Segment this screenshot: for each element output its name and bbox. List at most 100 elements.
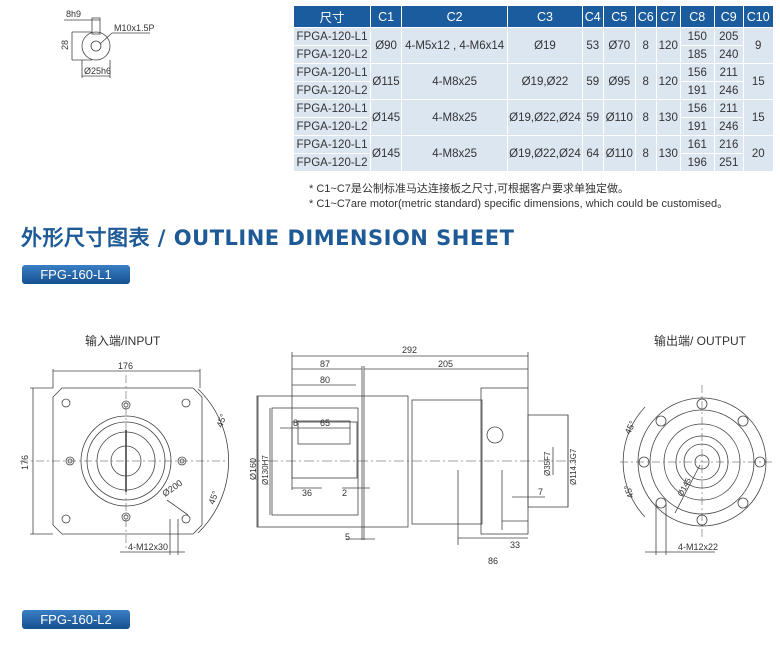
table-cell: FPGA-120-L2 (293, 81, 371, 100)
output-view-drawing: 输出端/ OUTPUT 45° 45° Ø145 4-M12x22 (620, 333, 775, 555)
table-cell: Ø145 (369, 99, 403, 136)
dim-8: 8 (293, 418, 298, 428)
table-cell: 130 (655, 135, 681, 172)
table-cell: 246 (713, 81, 744, 100)
dim-205: 205 (438, 359, 453, 369)
input-height-label: 176 (20, 455, 30, 470)
table-cell: Ø110 (602, 99, 636, 136)
table-cell: 205 (713, 27, 744, 46)
note-english: * C1~C7are motor(metric standard) specif… (309, 198, 729, 210)
table-cell: Ø19,Ø22 (507, 63, 583, 100)
table-cell: 53 (581, 27, 604, 64)
col-header: C6 (634, 5, 657, 28)
input-pcd-label: Ø200 (160, 478, 184, 499)
table-cell: 156 (679, 63, 715, 82)
table-cell: 120 (655, 63, 681, 100)
table-cell: 240 (713, 45, 744, 64)
section-title: 外形尺寸图表 / OUTLINE DIMENSION SHEET (21, 226, 515, 250)
col-header: C3 (507, 5, 583, 28)
dim-292: 292 (402, 345, 417, 355)
table-cell: 15 (742, 99, 774, 136)
table-cell: 8 (634, 135, 657, 172)
dim-65: 65 (320, 418, 330, 428)
table-cell: 211 (713, 63, 744, 82)
table-cell: Ø19,Ø22,Ø24 (507, 99, 583, 136)
table-cell: 185 (679, 45, 715, 64)
table-cell: FPGA-120-L2 (293, 153, 371, 172)
table-cell: FPGA-120-L1 (293, 63, 371, 82)
table-cell: Ø90 (369, 27, 403, 64)
output-view-label: 输出端/ OUTPUT (654, 333, 747, 348)
dim-33: 33 (510, 540, 520, 550)
input-angle1-label: 45° (214, 412, 228, 429)
table-cell: Ø115 (369, 63, 403, 100)
table-cell: Ø19,Ø22,Ø24 (507, 135, 583, 172)
table-cell: 191 (679, 117, 715, 136)
table-cell: Ø19 (507, 27, 583, 64)
table-cell: 196 (679, 153, 715, 172)
table-cell: Ø70 (602, 27, 636, 64)
output-holes-label: 4-M12x22 (678, 542, 718, 552)
table-cell: FPGA-120-L1 (293, 135, 371, 154)
table-cell: Ø95 (602, 63, 636, 100)
col-header: C8 (679, 5, 715, 28)
table-cell: 251 (713, 153, 744, 172)
note-chinese: * C1~C7是公制标准马达连接板之尺寸,可根据客户要求单独定做。 (309, 183, 629, 195)
input-view-drawing: 输入端/INPUT 176 176 45° 45° Ø200 4-M12x30 (20, 333, 230, 555)
diameter-label: Ø25h6 (84, 66, 111, 76)
table-cell: 211 (713, 99, 744, 118)
thread-label: M10x1.5P (114, 23, 155, 33)
table-cell: 59 (581, 63, 604, 100)
col-header: 尺寸 (293, 5, 371, 28)
dim-dia114: Ø114.3G7 (569, 448, 578, 485)
table-cell: 59 (581, 99, 604, 136)
key-width-label: 8h9 (66, 9, 81, 19)
dim-87: 87 (320, 359, 330, 369)
table-cell: 4-M8x25 (401, 135, 509, 172)
table-cell: Ø110 (602, 135, 636, 172)
table-cell: 9 (742, 27, 774, 64)
col-header: C4 (581, 5, 604, 28)
dim-dia130: Ø130H7 (261, 455, 270, 485)
table-cell: Ø145 (369, 135, 403, 172)
spec-table: 尺寸 C1 C2 C3 C4 C5 C6 C7 C8 C9 C10 FPGA-1… (293, 5, 774, 172)
table-cell: 216 (713, 135, 744, 154)
table-cell: 120 (655, 27, 681, 64)
table-cell: 130 (655, 99, 681, 136)
col-header: C7 (655, 5, 681, 28)
dim-5: 5 (345, 532, 350, 542)
output-angle2-label: 45° (622, 483, 636, 500)
side-view-drawing: 292 87 205 80 8 65 36 2 5 33 86 7 Ø160 Ø… (250, 345, 578, 566)
table-cell: 4-M8x25 (401, 99, 509, 136)
table-cell: 8 (634, 63, 657, 100)
table-cell: 8 (634, 27, 657, 64)
height-label: 28 (60, 40, 70, 50)
table-cell: 156 (679, 99, 715, 118)
table-cell: 150 (679, 27, 715, 46)
table-cell: 191 (679, 81, 715, 100)
dim-dia35: Ø35F7 (543, 451, 552, 476)
model-badge-l2: FPG-160-L2 (22, 610, 130, 629)
shaft-detail-drawing: 8h9 28 M10x1.5P Ø25h6 (60, 9, 155, 78)
table-cell: 8 (634, 99, 657, 136)
dim-7: 7 (538, 487, 543, 497)
input-view-label: 输入端/INPUT (85, 333, 161, 348)
table-cell: 20 (742, 135, 774, 172)
table-cell: FPGA-120-L2 (293, 117, 371, 136)
dim-2: 2 (342, 488, 347, 498)
input-angle2-label: 45° (206, 489, 220, 506)
table-cell: FPGA-120-L1 (293, 27, 371, 46)
table-cell: FPGA-120-L1 (293, 99, 371, 118)
dim-80: 80 (320, 375, 330, 385)
col-header: C1 (369, 5, 403, 28)
input-width-label: 176 (118, 361, 133, 371)
table-cell: 64 (581, 135, 604, 172)
input-holes-label: 4-M12x30 (128, 542, 168, 552)
